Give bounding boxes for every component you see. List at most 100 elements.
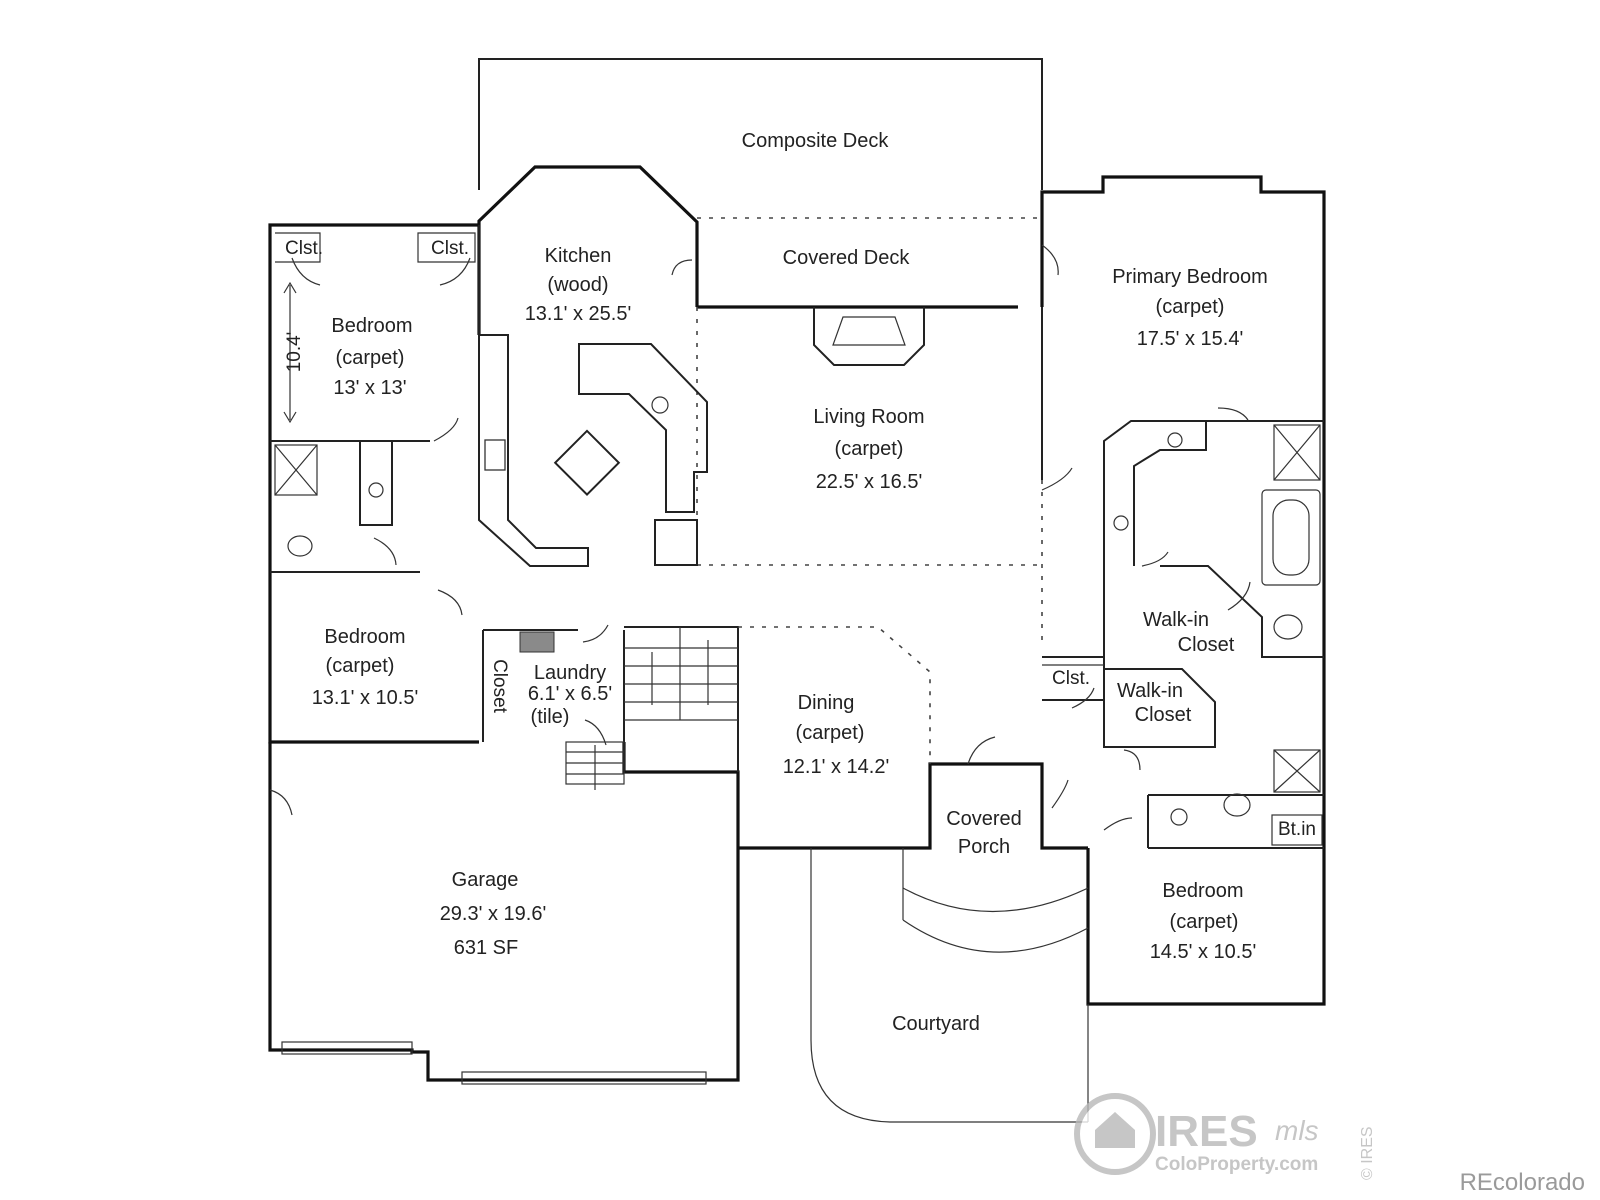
courtyard-label: Courtyard xyxy=(892,1013,980,1035)
garage-size: 29.3' x 19.6' xyxy=(440,903,547,925)
covered-porch-line1: Covered xyxy=(946,808,1022,830)
laundry-appliance xyxy=(519,631,555,653)
room-labels: Composite Deck Covered Deck Kitchen (woo… xyxy=(284,130,1268,1035)
primary-bedroom-size: 17.5' x 15.4' xyxy=(1137,328,1244,350)
built-in-label: Bt.in xyxy=(1278,819,1316,840)
kitchen-island xyxy=(553,429,621,496)
walkin-closet-1-line1: Walk-in xyxy=(1143,609,1209,631)
garage-door-2 xyxy=(461,1071,707,1085)
fridge xyxy=(654,519,698,566)
shower-nw xyxy=(274,444,318,496)
master-bath-inner xyxy=(1133,421,1207,566)
covered-deck-label: Covered Deck xyxy=(783,247,911,269)
logo-main: IRES xyxy=(1155,1107,1258,1156)
garage-area: 631 SF xyxy=(454,937,518,959)
shower-master xyxy=(1273,424,1321,481)
shower-nw-x xyxy=(274,444,318,496)
bathtub xyxy=(1261,489,1321,586)
dining-south-wall xyxy=(738,762,1088,850)
logo-side: © IRES xyxy=(1359,1126,1376,1180)
porch-step-1 xyxy=(902,887,1089,912)
ires-logo: IRES mls ColoProperty.com © IRES xyxy=(1074,1093,1376,1180)
cooktop xyxy=(484,439,506,471)
fixtures xyxy=(274,281,1323,1123)
garage-wall xyxy=(268,742,740,1082)
bedroom-nw-size: 13' x 13' xyxy=(333,377,406,399)
covered-porch-line2: Porch xyxy=(958,836,1010,858)
staircase xyxy=(624,627,738,721)
openings xyxy=(696,217,1043,764)
logo-house-shape xyxy=(1095,1112,1135,1148)
fireplace-inner xyxy=(832,316,906,346)
shower-se xyxy=(1273,749,1321,793)
garage-steps xyxy=(565,741,625,790)
toilet-nw xyxy=(287,535,313,557)
kitchen-counter xyxy=(478,334,589,567)
fireplace xyxy=(813,307,925,366)
closet-vertical-label: Closet xyxy=(489,659,510,714)
kitchen-size: 13.1' x 25.5' xyxy=(525,303,632,325)
sink-master-2 xyxy=(1113,515,1129,531)
logo-script: mls xyxy=(1275,1115,1319,1146)
small-labels: Clst. Clst. Clst. Closet Bt.in xyxy=(275,232,1316,840)
bedroom-se-size: 14.5' x 10.5' xyxy=(1150,941,1257,963)
primary-bedroom-label: Primary Bedroom xyxy=(1112,266,1268,288)
logo-sub: ColoProperty.com xyxy=(1155,1154,1318,1175)
porch-step-2 xyxy=(902,919,1089,953)
living-room-label: Living Room xyxy=(813,406,924,428)
bedroom-nw-dimension: 10.4' xyxy=(284,332,305,373)
bath-block-nw xyxy=(359,441,393,526)
primary-bedroom-floor: (carpet) xyxy=(1156,296,1225,318)
dining-size: 12.1' x 14.2' xyxy=(783,756,890,778)
walkin-closet-wall xyxy=(1103,566,1216,748)
bedroom-w-label: Bedroom xyxy=(324,626,405,648)
walkin-diagonal xyxy=(1160,565,1324,658)
toilet-se xyxy=(1223,793,1251,817)
toilet-master xyxy=(1273,614,1303,640)
sink xyxy=(651,396,669,414)
living-room-floor: (carpet) xyxy=(835,438,904,460)
kitchen-floor: (wood) xyxy=(547,274,608,296)
closet-3-label: Clst. xyxy=(1052,668,1090,689)
composite-deck-label: Composite Deck xyxy=(742,130,890,152)
kitchen-label: Kitchen xyxy=(545,245,612,267)
dining-edge xyxy=(738,626,931,764)
bath-se-wall xyxy=(1147,794,1324,849)
sink-nw xyxy=(368,482,384,498)
laundry-floor: (tile) xyxy=(531,706,570,728)
bedroom-w-floor: (carpet) xyxy=(326,655,395,677)
walkin-closet-2-line2: Closet xyxy=(1135,704,1192,726)
dining-label: Dining xyxy=(798,692,855,714)
built-in-cabinet xyxy=(1271,814,1323,846)
laundry-size: 6.1' x 6.5' xyxy=(528,683,612,705)
shower-se-x xyxy=(1273,749,1321,793)
garage-door-1 xyxy=(281,1041,413,1055)
closet-1-label: Clst. xyxy=(285,238,323,259)
dimension-arrow xyxy=(283,281,297,424)
master-bath-wall xyxy=(1103,420,1324,566)
closet-2-label: Clst. xyxy=(431,238,469,259)
living-room-size: 22.5' x 16.5' xyxy=(816,471,923,493)
dining-floor: (carpet) xyxy=(796,722,865,744)
primary-bedroom-wall xyxy=(1040,175,1326,1006)
bathtub-inner xyxy=(1272,499,1310,576)
shower-master-x xyxy=(1273,424,1321,481)
bedroom-w-size: 13.1' x 10.5' xyxy=(312,687,419,709)
walkin-closet-2-line1: Walk-in xyxy=(1117,680,1183,702)
sink-master-1 xyxy=(1167,432,1183,448)
courtyard-wall xyxy=(810,848,1088,1123)
bedroom-nw-label: Bedroom xyxy=(331,315,412,337)
laundry-label: Laundry xyxy=(534,662,606,684)
bedroom-se-label: Bedroom xyxy=(1162,880,1243,902)
master-closet-wall xyxy=(1042,656,1104,701)
recolorado-credit: REcolorado xyxy=(1460,1169,1585,1196)
west-wing-wall xyxy=(268,223,479,744)
walkin-closet-1-line2: Closet xyxy=(1178,634,1235,656)
stair-wall xyxy=(624,626,739,772)
laundry-wall xyxy=(482,629,625,742)
bedroom-nw-floor: (carpet) xyxy=(336,347,405,369)
composite-deck-outline xyxy=(478,58,1043,190)
bedroom-se-floor: (carpet) xyxy=(1170,911,1239,933)
kitchen-peninsula xyxy=(578,343,708,513)
